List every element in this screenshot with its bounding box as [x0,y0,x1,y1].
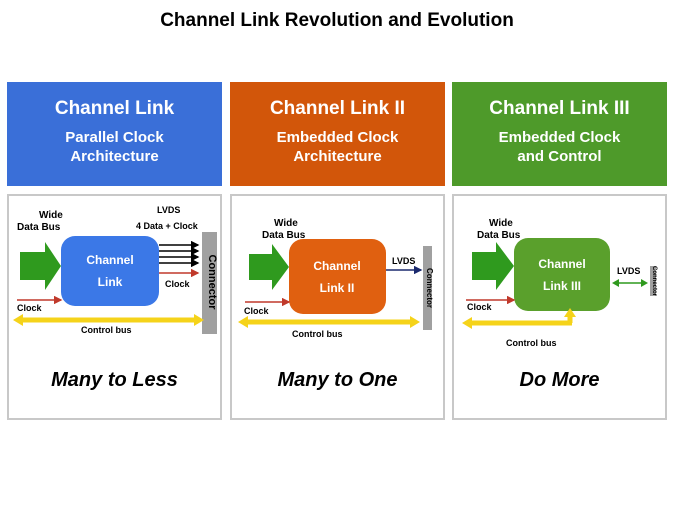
diagram-channel-link-ii: Wide Data Bus Channel Link II LVDS Conne… [238,218,434,339]
block-label-2: Link II [320,281,355,295]
header-subtitle: Parallel Clock Architecture [7,128,222,166]
block-label-1: Channel [86,253,133,267]
header-channel-link: Channel Link Parallel Clock Architecture [7,82,222,186]
wide-bus-label-2: Data Bus [17,222,61,233]
control-bus-label: Control bus [81,325,132,335]
panel-channel-link-iii: Wide Data Bus Channel Link III LVDS Conn… [452,194,667,420]
channel-link-block [61,236,159,306]
block-label-1: Channel [538,257,585,271]
subtitle-line-1: Parallel Clock [65,129,164,146]
caption: Many to Less [51,369,178,391]
clock-in-label: Clock [467,302,493,312]
page-title: Channel Link Revolution and Evolution [160,10,514,31]
diagram-channel-link-iii: Wide Data Bus Channel Link III LVDS Conn… [462,218,657,348]
wide-bus-label-2: Data Bus [262,230,306,241]
clock-out-label: Clock [165,279,191,289]
control-bus-arrow-left [238,316,248,328]
control-bus-arrow-left [462,317,472,329]
control-bus-label: Control bus [292,329,343,339]
header-subtitle: Embedded Clock Architecture [230,128,445,166]
control-bus-arrow-up [564,308,576,317]
lvds-arrow-left [612,279,619,287]
channel-link-iii-block [514,238,610,311]
connector [423,246,432,330]
subtitle-line-2: Architecture [70,148,159,165]
lvds-label: LVDS [617,266,640,276]
header-subtitle: Embedded Clock and Control [452,128,667,166]
lvds-label: LVDS [392,256,415,266]
control-bus-arrow-right [410,316,420,328]
clock-in-label: Clock [17,303,43,313]
control-bus-label: Control bus [506,338,557,348]
connector-label: Connector [651,266,657,297]
connector [202,232,217,334]
panel-channel-link-ii: Wide Data Bus Channel Link II LVDS Conne… [230,194,445,420]
lvds-arrow-right [641,279,648,287]
subtitle-line-1: Embedded Clock [498,129,621,146]
panel-channel-link: Wide Data Bus Channel Link LVDS 4 Data +… [7,194,222,420]
lvds-label: LVDS [157,205,180,215]
wide-bus-label-1: Wide [274,218,298,229]
wide-bus-label-1: Wide [489,218,513,229]
header-title: Channel Link [54,98,175,119]
block-label-1: Channel [313,259,360,273]
connector-label: Connector [206,255,218,311]
subtitle-line-2: Architecture [293,148,382,165]
control-bus-arrow-left [13,314,23,326]
header-channel-link-iii: Channel Link III Embedded Clock and Cont… [452,82,667,186]
diagram-channel-link: Wide Data Bus Channel Link LVDS 4 Data +… [13,205,218,335]
caption: Many to One [277,369,398,391]
connector [650,266,656,296]
wide-data-bus-arrow [472,242,514,290]
subtitle-line-1: Embedded Clock [276,129,399,146]
clock-in-label: Clock [244,306,270,316]
header-channel-link-ii: Channel Link II Embedded Clock Architect… [230,82,445,186]
channel-link-ii-block [289,239,386,314]
wide-data-bus-arrow [249,244,289,290]
block-label-2: Link III [543,279,581,293]
wide-data-bus-arrow [20,242,61,290]
control-bus-arrow-right [194,314,204,326]
subtitle-line-2: and Control [517,148,602,165]
block-label-2: Link [98,275,123,289]
header-title: Channel Link III [489,98,630,119]
caption: Do More [519,369,600,391]
wide-bus-label-2: Data Bus [477,230,521,241]
connector-label: Connector [425,268,434,308]
data-clock-label: 4 Data + Clock [136,221,199,231]
wide-bus-label-1: Wide [39,210,63,221]
header-title: Channel Link II [269,98,406,119]
